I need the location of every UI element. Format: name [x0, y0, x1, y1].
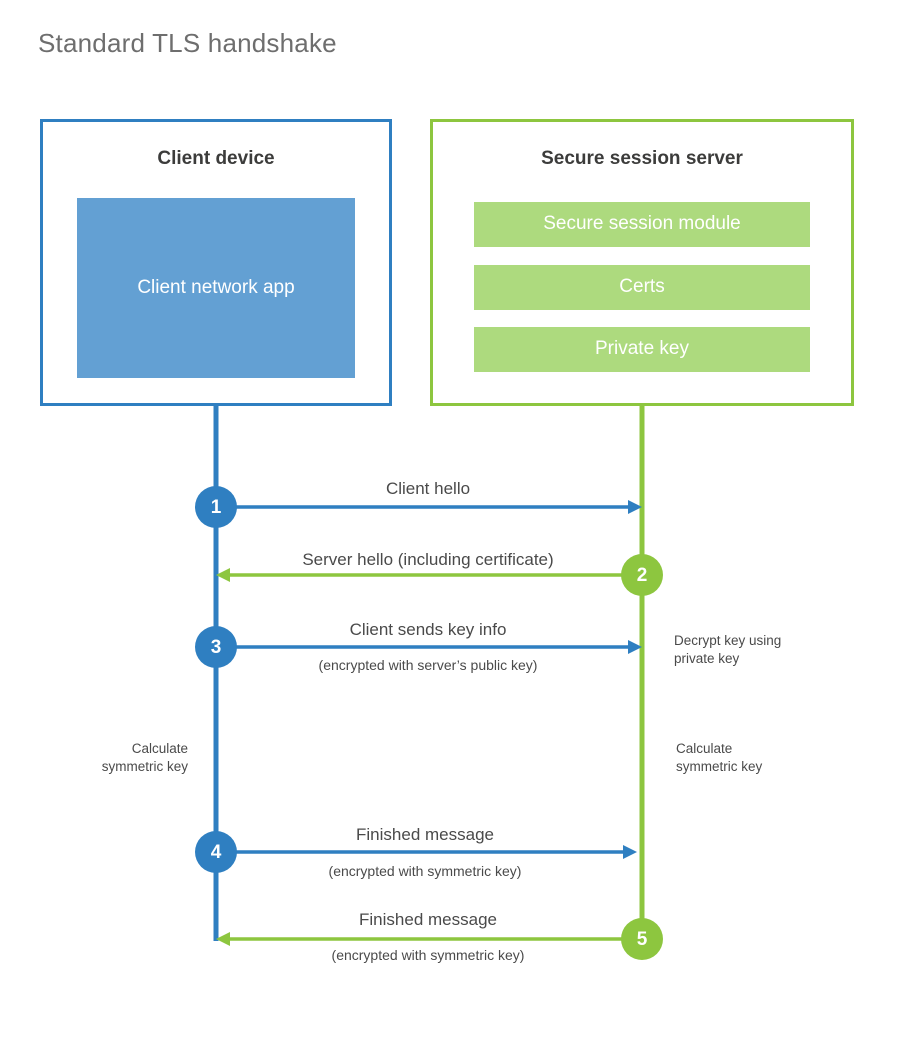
step-node-4: 4	[195, 831, 237, 873]
secure-session-server-box: Secure session server Secure session mod…	[430, 119, 854, 406]
page-title: Standard TLS handshake	[38, 28, 337, 58]
step-node-5: 5	[621, 918, 663, 960]
step-2-label: Server hello (including certificate)	[302, 550, 554, 569]
step-2-arrow	[216, 568, 642, 582]
step-1-arrow	[216, 500, 642, 514]
step-4-sublabel: (encrypted with symmetric key)	[328, 863, 522, 879]
step-5-arrow	[216, 932, 642, 946]
step-node-1: 1	[195, 486, 237, 528]
step-node-2: 2	[621, 554, 663, 596]
client-device-title: Client device	[157, 148, 275, 169]
step-4-label: Finished message	[356, 825, 494, 844]
step-node-5-number: 5	[637, 929, 648, 950]
step-3-sublabel: (encrypted with server’s public key)	[318, 657, 538, 673]
server-decrypt-note: Decrypt key using private key	[674, 633, 782, 667]
certs-block: Certs	[474, 265, 810, 310]
step-node-2-number: 2	[637, 565, 648, 586]
step-1-label: Client hello	[385, 479, 471, 498]
client-calculate-symmetric-key-note: Calculate symmetric key	[101, 741, 188, 775]
step-3-label: Client sends key info	[349, 620, 507, 639]
step-node-3-number: 3	[211, 637, 222, 658]
secure-session-server-title: Secure session server	[541, 148, 743, 169]
private-key-block: Private key	[474, 327, 810, 372]
step-5-sublabel: (encrypted with symmetric key)	[331, 947, 525, 963]
step-3-arrow	[216, 640, 642, 654]
client-device-box: Client device Client network app	[40, 119, 392, 406]
step-4-arrow	[216, 845, 637, 859]
step-node-1-number: 1	[211, 497, 222, 518]
step-node-3: 3	[195, 626, 237, 668]
step-5-label: Finished message	[359, 910, 497, 929]
server-calculate-symmetric-key-note: Calculate symmetric key	[676, 741, 763, 775]
step-node-4-number: 4	[211, 842, 222, 863]
secure-session-module-block: Secure session module	[474, 202, 810, 247]
client-network-app-block: Client network app	[77, 198, 355, 378]
